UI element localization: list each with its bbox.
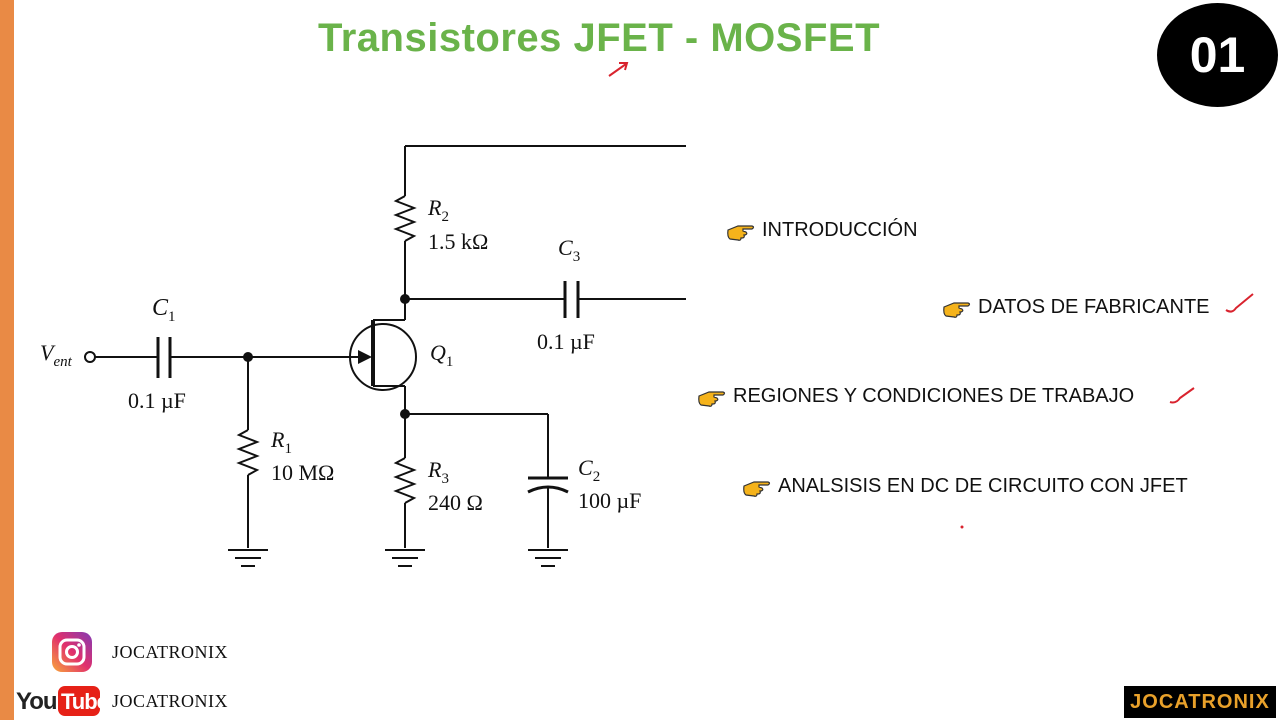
pointing-hand-icon bbox=[727, 224, 755, 241]
r1-value: 10 MΩ bbox=[271, 460, 334, 485]
c1-label: C bbox=[152, 295, 169, 321]
dot-mark bbox=[960, 525, 964, 529]
r2-label: R bbox=[427, 195, 442, 220]
svg-text:Vent: Vent bbox=[40, 340, 73, 370]
svg-text:You: You bbox=[16, 688, 57, 715]
topic-analisis-dc: ANALSISIS EN DC DE CIRCUITO CON JFET bbox=[742, 475, 1188, 498]
svg-text:R1: R1 bbox=[270, 427, 292, 457]
q1-label: Q bbox=[430, 340, 446, 365]
c1-value: 0.1 µF bbox=[128, 388, 186, 413]
vin-subscript: ent bbox=[53, 354, 72, 370]
vin-label: V bbox=[40, 340, 56, 365]
topic-label: INTRODUCCIÓN bbox=[762, 219, 918, 241]
c3-value: 0.1 µF bbox=[537, 329, 595, 354]
svg-text:C1: C1 bbox=[152, 295, 176, 325]
topic-label: REGIONES Y CONDICIONES DE TRABAJO bbox=[733, 385, 1135, 407]
instagram-handle[interactable]: JOCATRONIX bbox=[112, 642, 229, 662]
svg-text:Q1: Q1 bbox=[430, 340, 453, 370]
topic-regiones: REGIONES Y CONDICIONES DE TRABAJO bbox=[697, 385, 1134, 408]
svg-text:Tube: Tube bbox=[61, 689, 102, 714]
topic-datos-fabricante: DATOS DE FABRICANTE bbox=[942, 296, 1210, 319]
accent-bar bbox=[0, 0, 14, 720]
c3-label: C bbox=[558, 235, 573, 260]
svg-text:R2: R2 bbox=[427, 195, 449, 225]
jfet-circuit-diagram: Vent C1 0.1 µF R1 10 MΩ R2 1.5 kΩ Q1 R3 … bbox=[40, 145, 686, 567]
topic-label: ANALSISIS EN DC DE CIRCUITO CON JFET bbox=[778, 475, 1188, 497]
topic-label: DATOS DE FABRICANTE bbox=[978, 296, 1210, 318]
youtube-handle[interactable]: JOCATRONIX bbox=[112, 691, 229, 711]
pointing-hand-icon bbox=[943, 301, 971, 318]
r3-value: 240 Ω bbox=[428, 490, 483, 515]
r2-value: 1.5 kΩ bbox=[428, 229, 488, 254]
check-mark bbox=[1225, 293, 1254, 313]
check-mark bbox=[608, 62, 629, 77]
r3-label: R bbox=[427, 457, 442, 482]
topic-introduccion: INTRODUCCIÓN bbox=[726, 219, 918, 242]
pointing-hand-icon bbox=[698, 390, 726, 407]
check-mark bbox=[1169, 387, 1195, 404]
svg-text:R3: R3 bbox=[427, 457, 449, 487]
episode-badge: 01 bbox=[1157, 3, 1278, 107]
c2-label: C bbox=[578, 455, 593, 480]
svg-text:C2: C2 bbox=[578, 455, 600, 485]
r1-label: R bbox=[270, 427, 285, 452]
c2-value: 100 µF bbox=[578, 488, 641, 513]
pointing-hand-icon bbox=[743, 480, 771, 497]
jocatronix-logo: JOCATRONIX bbox=[1124, 686, 1276, 718]
page-title: Transistores JFET - MOSFET bbox=[318, 16, 881, 60]
svg-text:C3: C3 bbox=[558, 235, 580, 265]
instagram-icon[interactable] bbox=[52, 632, 92, 672]
youtube-icon[interactable]: You Tube bbox=[14, 682, 102, 718]
